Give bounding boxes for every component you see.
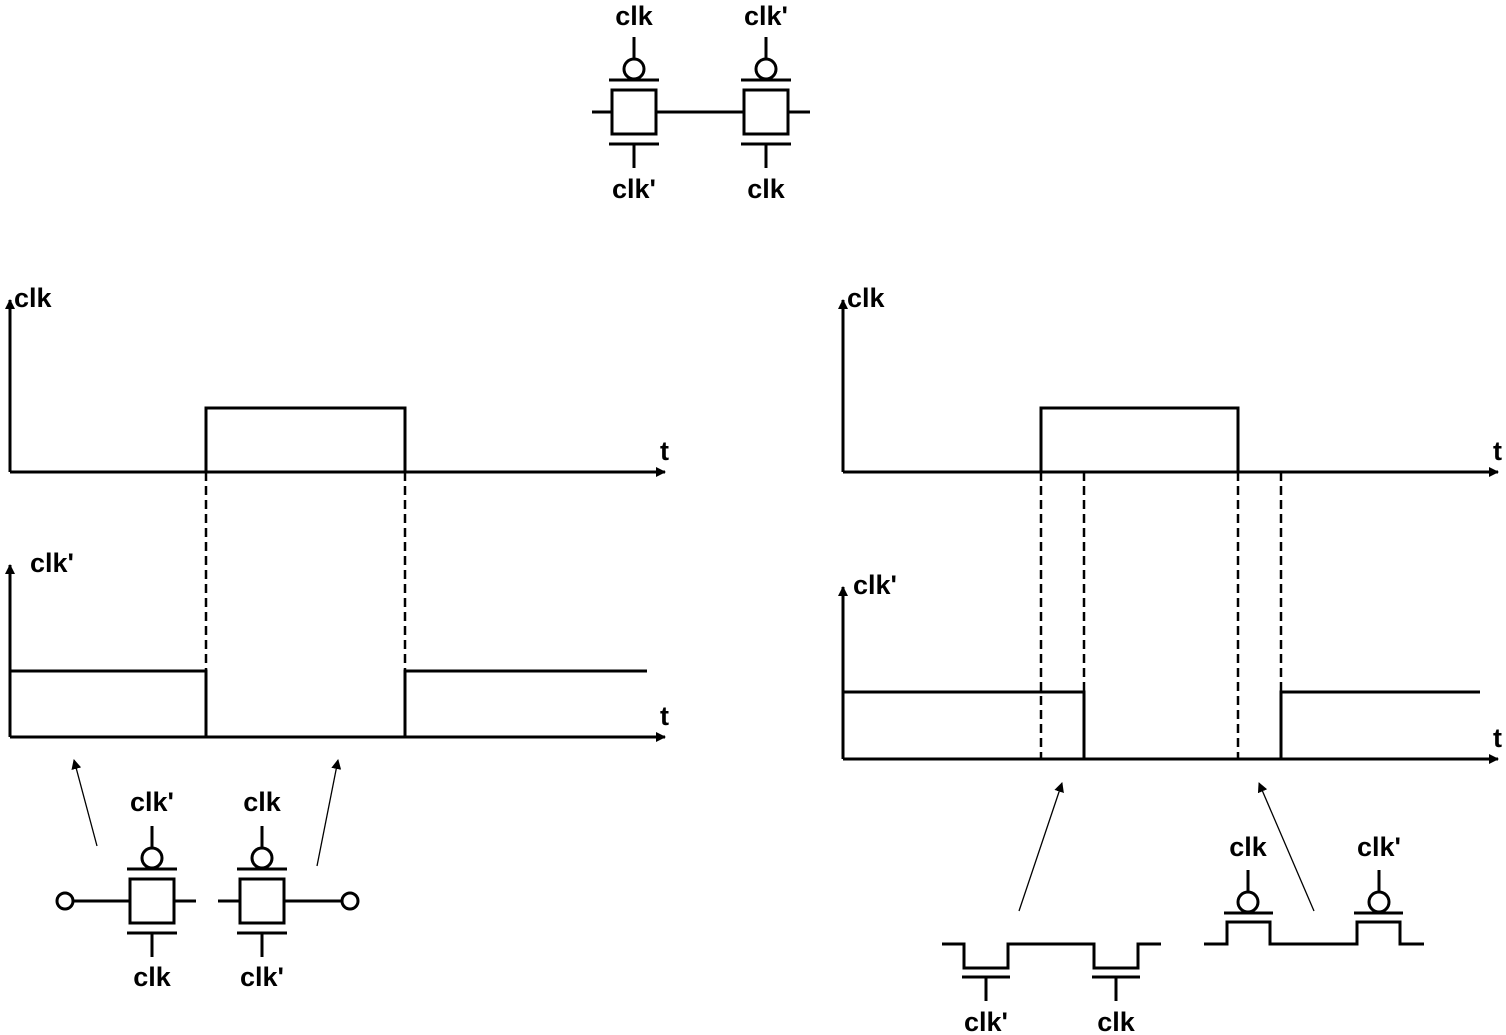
t-axis-label: t bbox=[1493, 436, 1502, 466]
inversion-bubble bbox=[754, 57, 778, 81]
left-timing-panel: clk t clk' t clk' clk bbox=[4, 283, 669, 992]
pmos-switch-pair: clk clk' bbox=[1204, 832, 1424, 946]
pointer-arrow bbox=[71, 759, 98, 847]
gate-label-clk-bar: clk' bbox=[130, 787, 174, 817]
clk-bar-waveform-start bbox=[10, 669, 208, 737]
output-terminal bbox=[340, 891, 360, 911]
pointer-arrow bbox=[1257, 782, 1315, 912]
nmos-switch-pair: clk' clk bbox=[942, 942, 1161, 1035]
gate-label-clk: clk bbox=[133, 962, 172, 992]
gate-label-clk: clk bbox=[615, 1, 654, 31]
left-switch-pair: clk' clk clk clk' bbox=[55, 787, 360, 992]
inversion-bubble bbox=[1367, 890, 1391, 914]
input-terminal bbox=[55, 891, 75, 911]
clk-axis-label: clk bbox=[847, 283, 886, 313]
clk-axis-label: clk bbox=[14, 283, 53, 313]
switch-body bbox=[128, 877, 176, 925]
t-axis-label: t bbox=[660, 701, 669, 731]
pointer-arrow bbox=[316, 759, 342, 867]
top-left-transmission-gate: clk clk' bbox=[592, 1, 659, 204]
clk-bar-waveform-start bbox=[843, 690, 1086, 759]
inversion-bubble bbox=[250, 846, 274, 870]
inversion-bubble bbox=[140, 846, 164, 870]
gate-label-clk: clk bbox=[747, 174, 786, 204]
clk-waveform bbox=[1039, 406, 1240, 472]
nmos-channel bbox=[942, 942, 1161, 970]
switch-body bbox=[742, 88, 790, 136]
t-axis-label: t bbox=[1493, 723, 1502, 753]
top-switch-circuit: clk clk' clk' clk bbox=[592, 1, 810, 204]
inversion-bubble bbox=[1236, 890, 1260, 914]
gate-label-clk: clk bbox=[1229, 832, 1268, 862]
switch-body bbox=[610, 88, 658, 136]
gate-label-clk-bar: clk' bbox=[744, 1, 788, 31]
clk-bar-waveform-end bbox=[1279, 690, 1480, 759]
switch-body bbox=[238, 877, 286, 925]
gate-label-clk-bar: clk' bbox=[240, 962, 284, 992]
right-timing-panel: clk t clk' t clk' clk bbox=[838, 283, 1502, 1035]
gate-label-clk-bar: clk' bbox=[964, 1007, 1008, 1035]
gate-label-clk-bar: clk' bbox=[1357, 832, 1401, 862]
inversion-bubble bbox=[622, 57, 646, 81]
top-right-transmission-gate: clk' clk bbox=[741, 1, 810, 204]
gate-label-clk-bar: clk' bbox=[612, 174, 656, 204]
gate-label-clk: clk bbox=[1097, 1007, 1136, 1035]
clk-bar-axis-label: clk' bbox=[30, 548, 74, 578]
pmos-channel bbox=[1204, 920, 1424, 946]
clk-waveform bbox=[204, 406, 407, 472]
t-axis-label: t bbox=[660, 436, 669, 466]
pointer-arrow bbox=[1018, 782, 1064, 912]
gate-label-clk: clk bbox=[243, 787, 282, 817]
clk-bar-waveform-end bbox=[403, 669, 647, 737]
clk-bar-axis-label: clk' bbox=[853, 570, 897, 600]
